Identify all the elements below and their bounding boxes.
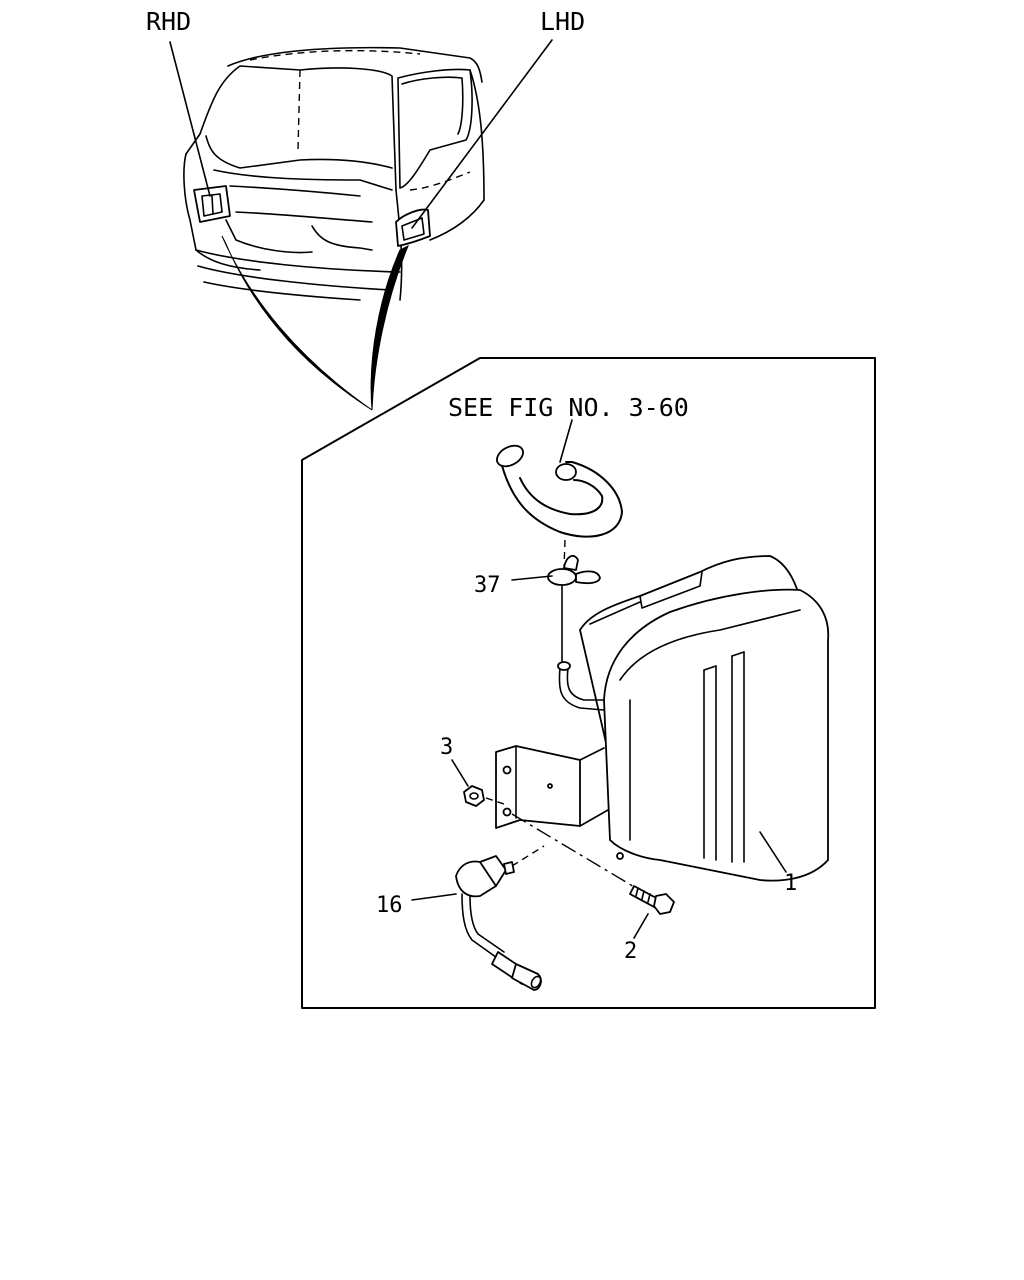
- callout-3-leader: [451, 759, 469, 787]
- lhd-callout-arrow: [370, 244, 409, 411]
- callout-16-leader: [411, 893, 457, 901]
- rhd-callout-arrow: [221, 235, 373, 411]
- nut-part: [463, 785, 505, 807]
- callout-1-leader: [759, 831, 787, 873]
- callout-2-leader: [633, 913, 649, 939]
- callout-1-label: 1: [784, 871, 797, 896]
- lhd-leader-line: [411, 39, 553, 229]
- rhd-label: RHD: [146, 7, 191, 36]
- callout-37-leader: [511, 575, 553, 581]
- callout-2-label: 2: [624, 939, 637, 964]
- rhd-leader-line: [169, 41, 211, 197]
- see-fig-leader: [559, 419, 573, 463]
- callout-3-label: 3: [440, 735, 453, 760]
- tank-part: [495, 555, 830, 882]
- callout-16-label: 16: [376, 893, 403, 918]
- bolt-part: [511, 813, 675, 915]
- detail-frame: [301, 357, 876, 1009]
- lhd-label: LHD: [540, 7, 585, 36]
- hose-part: [496, 444, 623, 569]
- sensor-part: [455, 845, 545, 991]
- truck-cab-drawing: [183, 46, 485, 301]
- callout-37-label: 37: [474, 573, 501, 598]
- see-fig-label: SEE FIG NO. 3-60: [448, 393, 689, 422]
